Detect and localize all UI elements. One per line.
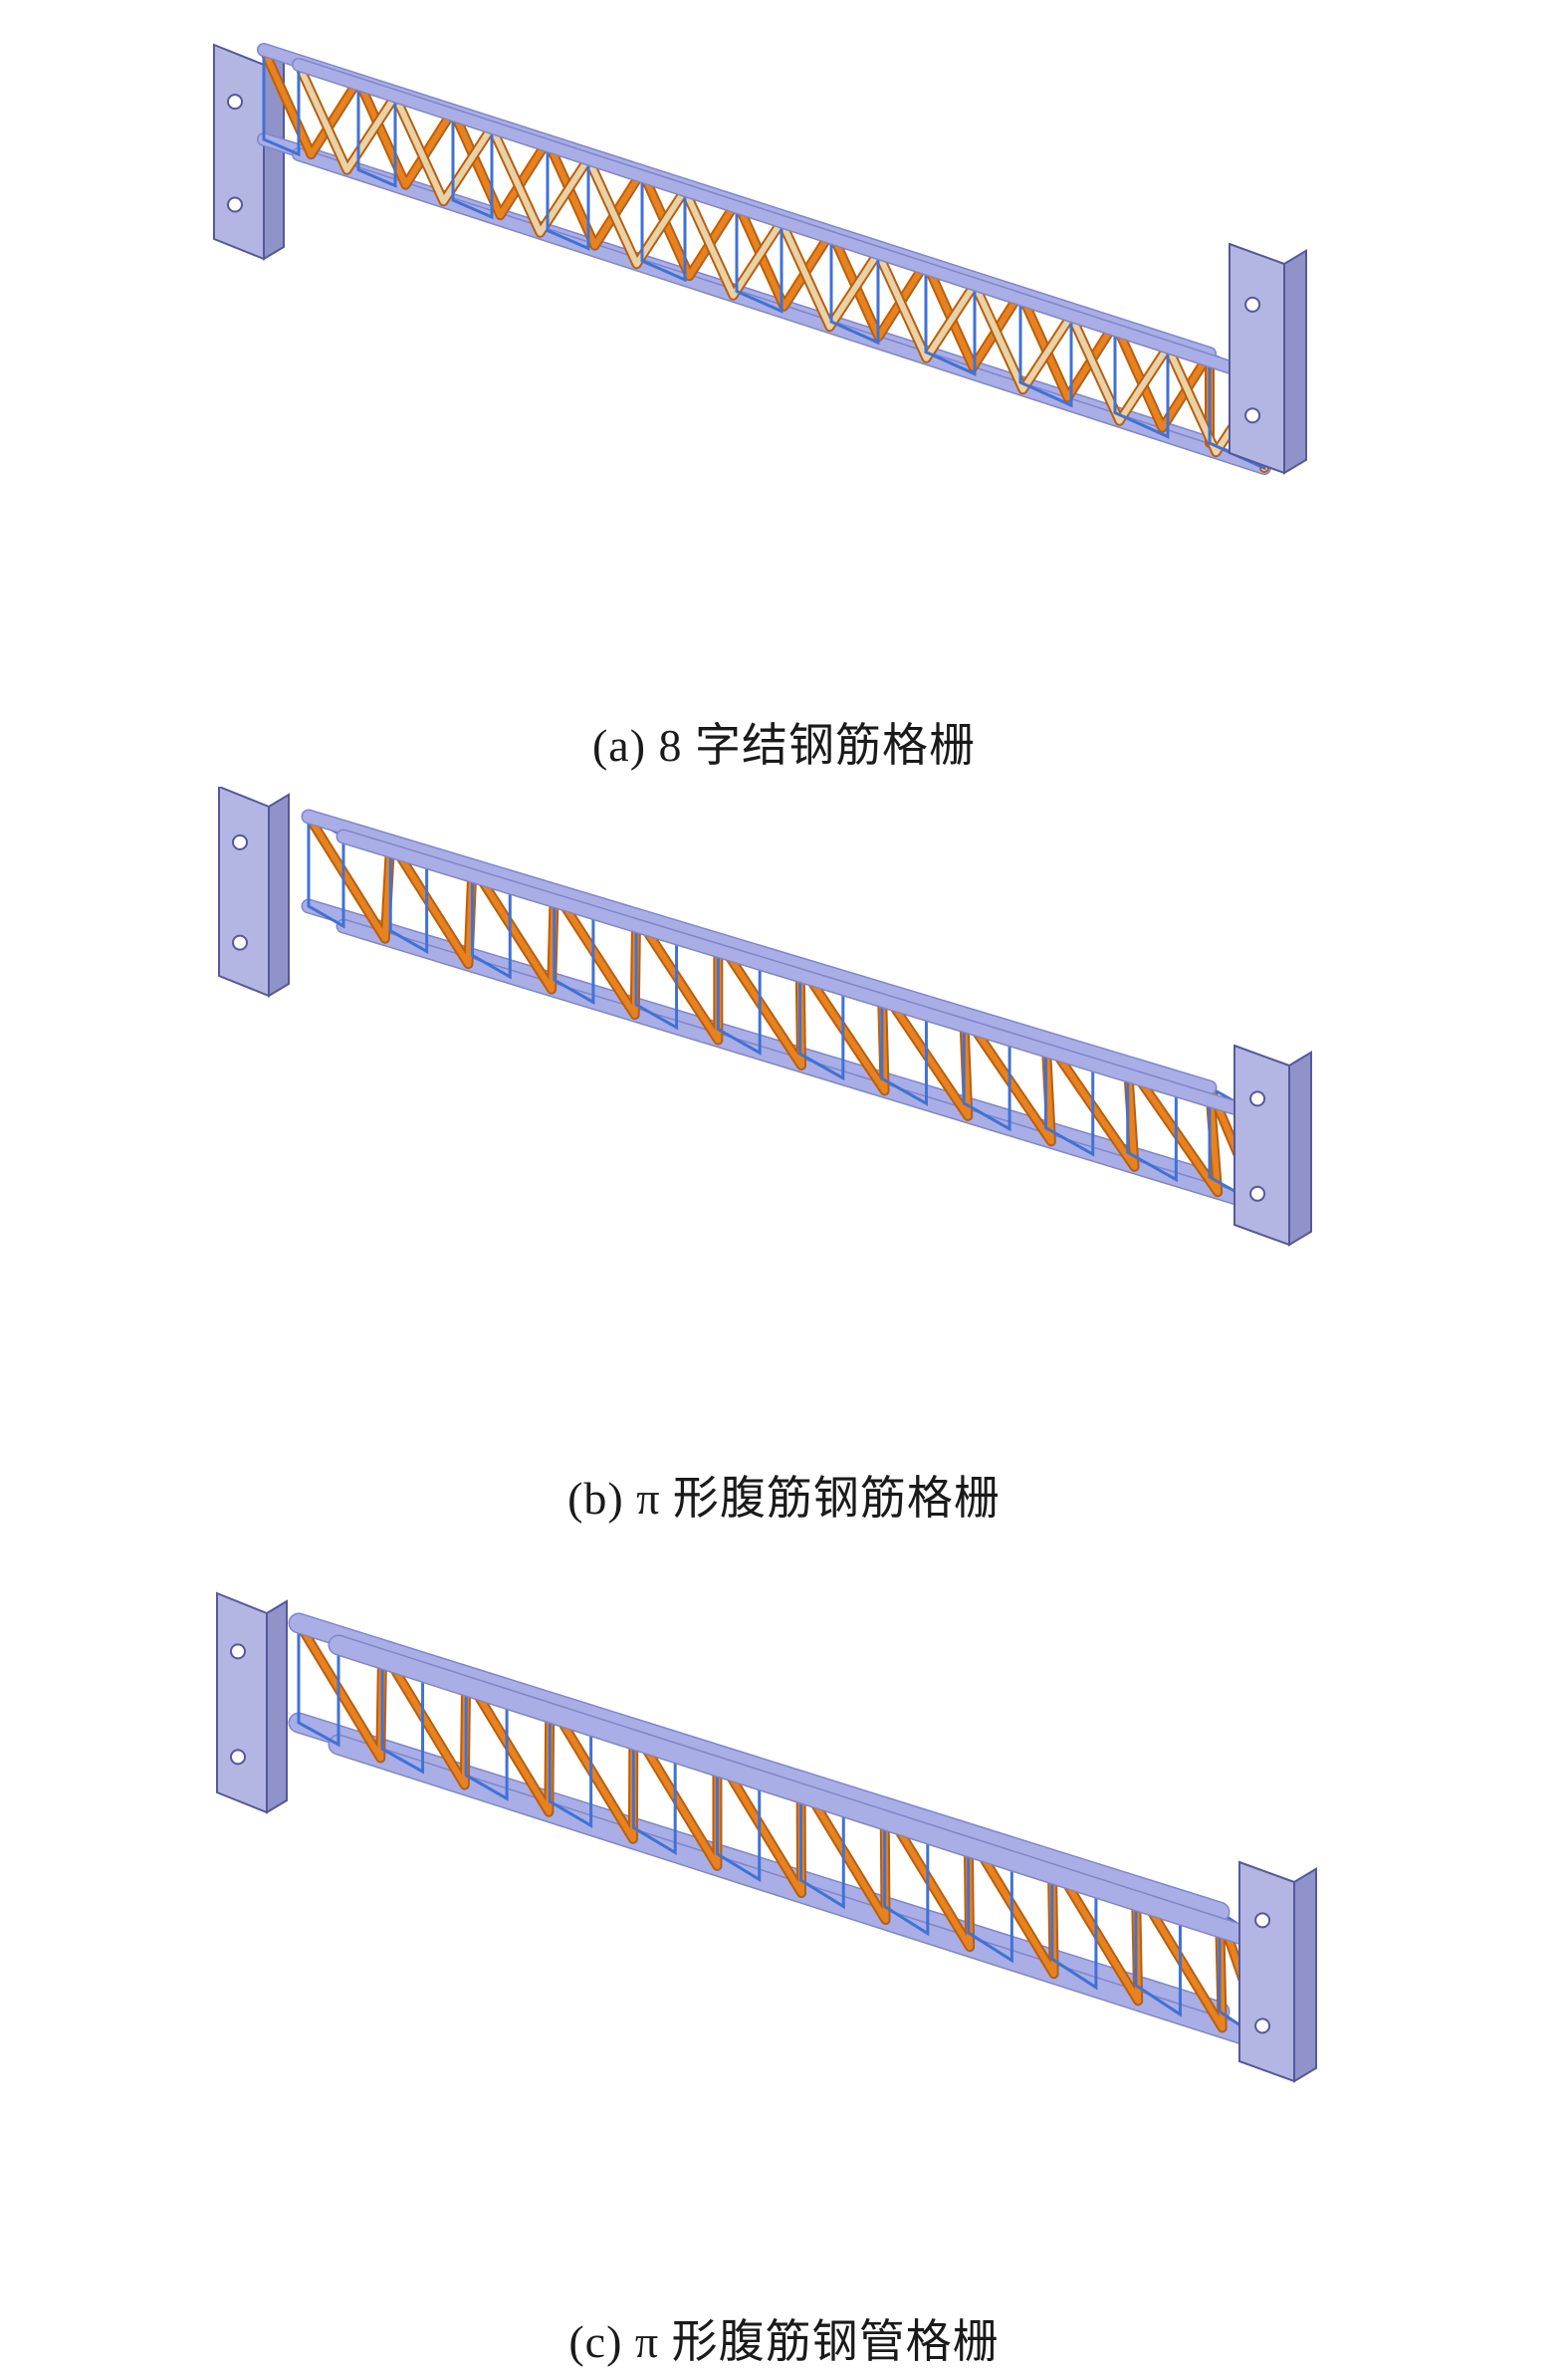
web-rebar <box>296 62 1267 471</box>
bolt-hole <box>232 934 248 951</box>
end-plate-right <box>1229 242 1285 475</box>
end-plate-right-side <box>1283 249 1307 475</box>
end-plate-left-side <box>266 1599 288 1814</box>
bolt-hole <box>227 94 243 111</box>
main-bar-top <box>337 830 1265 1121</box>
bolt-hole <box>232 833 248 850</box>
end-plate-left <box>213 43 265 261</box>
main-bar-top <box>293 59 1270 384</box>
end-plate-left <box>218 787 270 998</box>
caption-b: (b) π 形腹筋钢筋格栅 <box>567 1473 1001 1524</box>
bolt-hole <box>1249 1090 1266 1107</box>
end-plate-left-side <box>268 793 290 998</box>
end-plate-right-side <box>1293 1867 1317 2083</box>
end-plate-right <box>1238 1860 1295 2083</box>
end-plate-left <box>216 1591 268 1814</box>
bolt-hole <box>1244 296 1261 313</box>
bolt-hole <box>1254 1912 1271 1929</box>
bolt-hole <box>230 1749 246 1766</box>
girder <box>216 1591 1317 2083</box>
lattice-girder-pi-tube <box>216 1591 1317 2083</box>
main-bar-top <box>330 1636 1273 1951</box>
bolt-hole <box>230 1643 246 1660</box>
panel-b: (b) π 形腹筋钢筋格栅 <box>0 787 1568 1553</box>
bolt-hole <box>1244 407 1261 424</box>
end-plate-right-side <box>1288 1051 1312 1247</box>
bolt-hole <box>1254 2017 1271 2034</box>
end-plate-right <box>1233 1044 1290 1247</box>
girder <box>218 787 1312 1247</box>
lattice-girder-figure-eight <box>213 43 1307 475</box>
lattice-girder-pi-rebar <box>218 787 1312 1247</box>
bolt-hole <box>1249 1185 1266 1202</box>
caption-c: (c) π 形腹筋钢管格栅 <box>568 2316 1000 2367</box>
panel-a: (a) 8 字结钢筋格栅 <box>0 0 1568 787</box>
girder <box>213 43 1307 475</box>
caption-a: (a) 8 字结钢筋格栅 <box>591 720 977 771</box>
main-bar-top <box>303 811 1216 1093</box>
bolt-hole <box>227 196 243 213</box>
panel-c: (c) π 形腹筋钢管格栅 <box>0 1553 1568 2372</box>
